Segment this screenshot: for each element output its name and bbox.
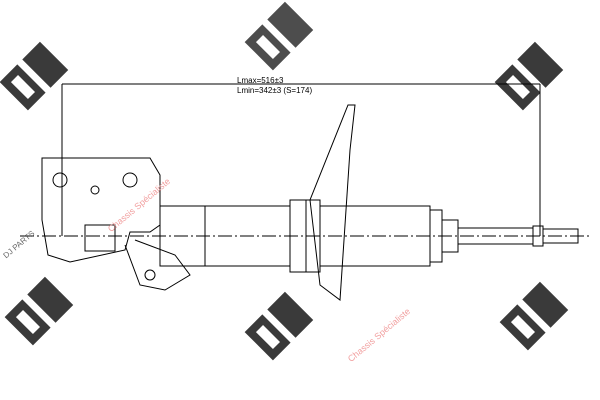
dj-logo [499, 281, 569, 351]
lmin-label: Lmin=342±3 (S=174) [237, 86, 313, 95]
watermark-logos [0, 1, 569, 361]
dj-logo [0, 41, 69, 111]
dj-logo [494, 41, 564, 111]
dj-logo [244, 291, 314, 361]
lmax-label: Lmax=516±3 [237, 76, 284, 85]
dj-logo [244, 1, 314, 71]
shock-outline [20, 83, 590, 301]
dj-logo [4, 276, 74, 346]
